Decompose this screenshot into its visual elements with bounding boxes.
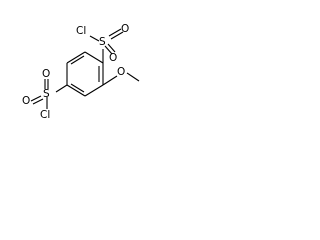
atom-left-oxygen-top: O [42,68,50,80]
atom-left-chlorine: Cl [40,109,50,121]
atom-left-oxygen-bottom: O [22,95,30,107]
atom-top-oxygen-right: O [121,23,129,35]
ring-bond-c6-c1 [84,51,104,64]
structure-canvas: Cl S O O O S O O Cl [0,0,170,123]
ring-bond-c2-c3 [84,84,104,97]
bond-left-s-to-bottom-o-1 [30,95,42,102]
ring-inner-double-top-left [70,55,85,65]
bond-top-s-to-bottom-o-1 [104,45,113,55]
bond-top-s-to-right-o-1 [108,28,122,37]
bond-left-s-to-bottom-o-2 [32,98,44,105]
atom-top-chlorine: Cl [76,25,86,37]
atom-top-oxygen-bottom: O [109,52,117,64]
bond-top-s-to-bottom-o-2 [107,43,116,53]
bond-methoxy-o-to-methyl [126,72,140,82]
bond-ring-to-methoxy-o [102,75,118,86]
atom-top-sulfur: S [99,36,106,48]
ring-bond-c5-c6 [66,51,86,64]
atom-left-sulfur: S [43,88,50,100]
bond-top-s-to-right-o-2 [110,31,124,40]
ring-bond-c3-c4 [66,84,86,97]
bond-ring-to-left-s [55,84,68,93]
chemical-structure: Cl S O O O S O O Cl [22,23,140,121]
bond-top-s-to-cl [89,35,100,42]
atom-methoxy-oxygen: O [117,66,125,78]
ring-inner-double-bottom-left [70,83,85,93]
